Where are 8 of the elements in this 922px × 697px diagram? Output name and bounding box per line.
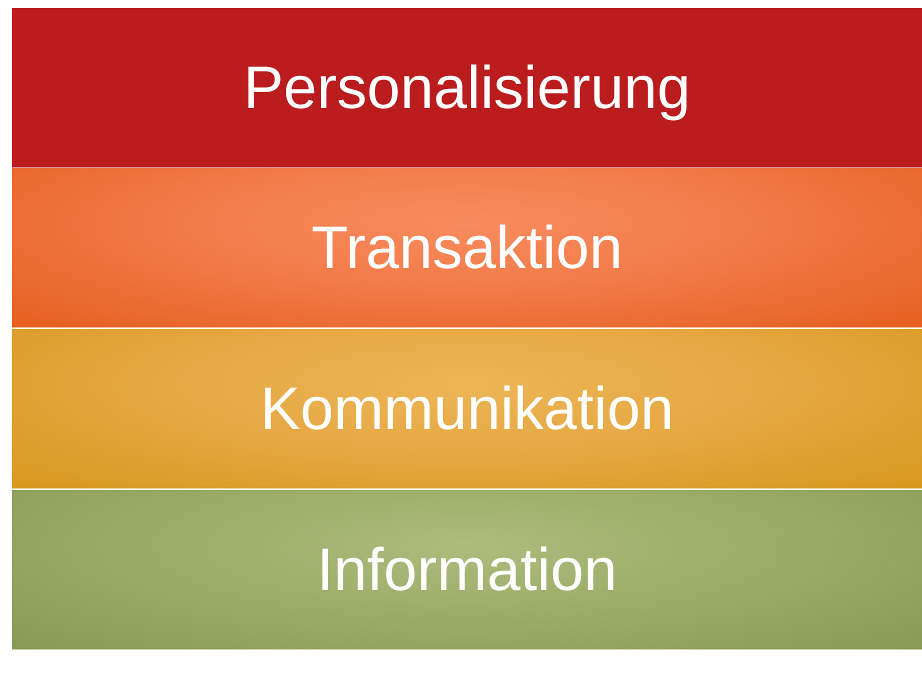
layer-label: Personalisierung [244, 53, 690, 122]
layer-band [12, 168, 922, 328]
layer-band [12, 490, 922, 650]
layer-band [12, 8, 922, 168]
layer-label: Kommunikation [260, 374, 674, 443]
layer-band [12, 329, 922, 489]
layer-label: Information [316, 535, 618, 604]
layer-label: Transaktion [311, 213, 623, 282]
